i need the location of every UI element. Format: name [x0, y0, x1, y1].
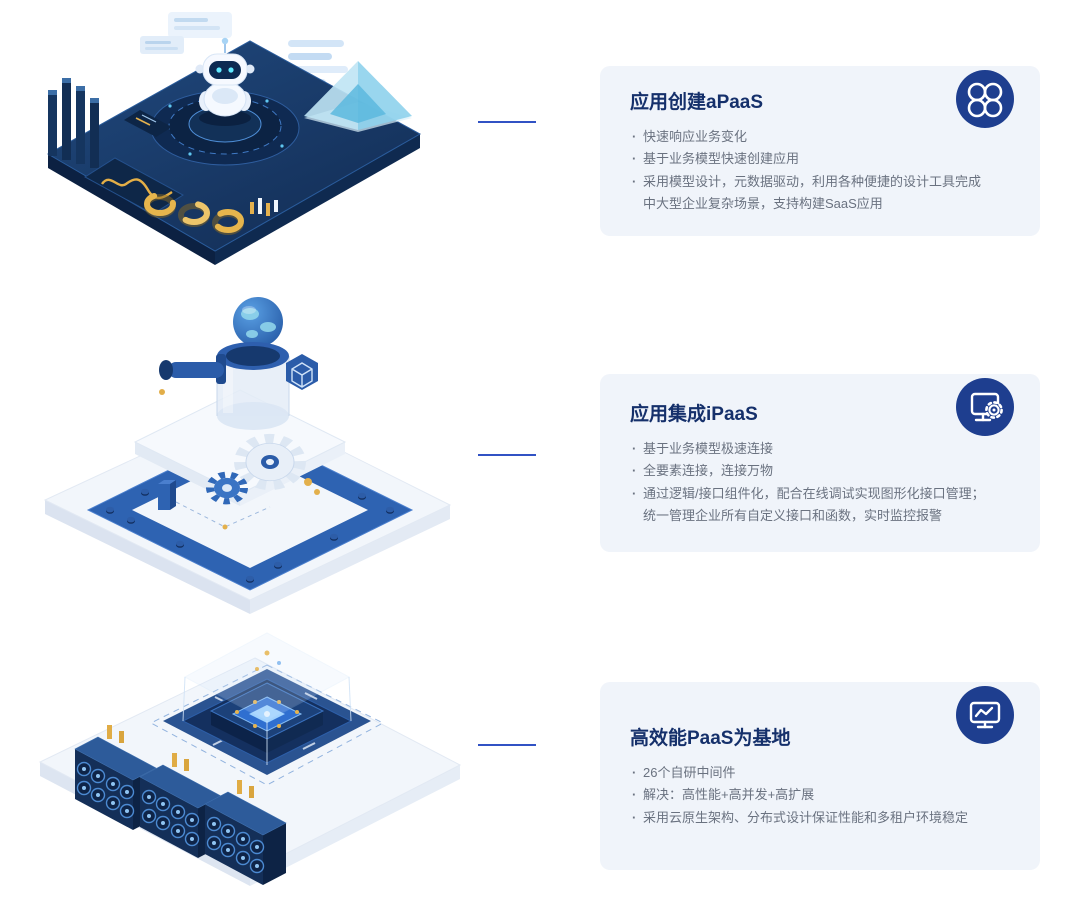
bullet-item: 解决：高性能+高并发+高扩展	[630, 784, 1010, 807]
ipaas-card: 应用集成iPaaS 基于业务模型极速连接 全要素连接，连接万物 通过逻辑/接口组…	[600, 374, 1040, 552]
small-gear	[206, 471, 248, 505]
bullet-item: 采用云原生架构、分布式设计保证性能和多租户环境稳定	[630, 807, 1010, 830]
server-platform-illustration	[15, 625, 475, 915]
card-title: 应用创建aPaaS	[630, 91, 764, 113]
screen-gear-icon	[956, 378, 1014, 436]
bullet-item: 基于业务模型快速创建应用	[630, 148, 1010, 171]
mini-tower	[158, 480, 176, 510]
mini-bar-chart	[250, 198, 278, 216]
integration-machine-illustration	[20, 292, 460, 622]
card-title: 高效能PaaS为基地	[630, 727, 791, 749]
floating-ui-cards	[140, 12, 348, 86]
bar-columns	[48, 78, 99, 168]
bullet-item: 通过逻辑/接口组件化，配合在线调试实现图形化接口管理； 统一管理企业所有自定义接…	[630, 483, 1010, 528]
card-title: 应用集成iPaaS	[630, 403, 758, 425]
bullet-item: 基于业务模型极速连接	[630, 438, 1010, 461]
globe	[233, 297, 283, 347]
large-gear	[234, 433, 306, 491]
mini-screen	[124, 110, 172, 137]
connector-line-3	[478, 744, 536, 746]
server-platform-svg	[38, 632, 462, 886]
server-rack	[204, 780, 287, 885]
hexagon-cube-emblem	[286, 354, 318, 390]
connector-line-2	[478, 454, 536, 456]
bullet-item: 采用模型设计，元数据驱动，利用各种便捷的设计工具完成 中大型企业复杂场景，支持构…	[630, 171, 1010, 216]
dashed-route	[175, 501, 271, 528]
robot-figure	[195, 37, 255, 126]
robot-dashboard-svg	[46, 12, 422, 265]
donut-charts	[144, 192, 244, 235]
glass-pyramid	[304, 61, 412, 132]
robot-dashboard-illustration	[20, 5, 460, 277]
paas-card: 高效能PaaS为基地 26个自研中间件 解决：高性能+高并发+高扩展 采用云原生…	[600, 682, 1040, 870]
integration-machine-svg	[43, 297, 452, 614]
connector-line-1	[478, 121, 536, 123]
bullet-item: 26个自研中间件	[630, 762, 1010, 785]
four-circles-icon	[956, 70, 1014, 128]
cylinder-machine	[159, 297, 290, 430]
bullet-list: 基于业务模型极速连接 全要素连接，连接万物 通过逻辑/接口组件化，配合在线调试实…	[630, 438, 1010, 527]
bullet-item: 全要素连接，连接万物	[630, 460, 1010, 483]
bullet-list: 26个自研中间件 解决：高性能+高并发+高扩展 采用云原生架构、分布式设计保证性…	[630, 762, 1010, 829]
bullet-item: 快速响应业务变化	[630, 126, 1010, 149]
bullet-list: 快速响应业务变化 基于业务模型快速创建应用 采用模型设计，元数据驱动，利用各种便…	[630, 126, 1010, 215]
glass-box	[182, 632, 352, 765]
monitor-chart-icon	[956, 686, 1014, 744]
apaas-card: 应用创建aPaaS 快速响应业务变化 基于业务模型快速创建应用 采用模型设计，元…	[600, 66, 1040, 236]
